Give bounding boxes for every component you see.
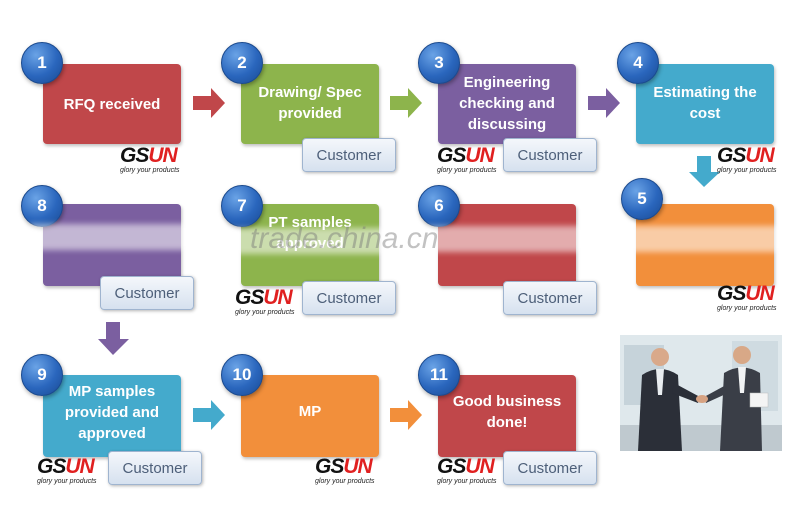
arrow-9-10 [193, 400, 225, 430]
step-4-label: Estimating the cost [653, 84, 757, 122]
arrow-1-2 [193, 88, 225, 118]
step-2-box: Drawing/ Spec provided [241, 64, 379, 144]
blur-overlay [30, 224, 195, 250]
step-6-badge: 6 [418, 185, 460, 227]
blur-overlay [624, 226, 784, 252]
step-9-box: MP samples provided and approved [43, 375, 181, 457]
customer-tag-6: Customer [503, 281, 597, 315]
gsun-logo: GSUN glory your products [235, 286, 295, 317]
arrow-3-4 [588, 88, 620, 118]
step-3-label: Engineering checking and discussing [459, 74, 555, 133]
customer-tag-8: Customer [100, 276, 194, 310]
step-4-box: Estimating the cost [636, 64, 774, 144]
step-1-box: RFQ received [43, 64, 181, 144]
step-9-badge: 9 [21, 354, 63, 396]
gsun-logo: GSUN glory your products [120, 144, 180, 175]
customer-tag-2: Customer [302, 138, 396, 172]
step-1-label: RFQ received [63, 95, 161, 113]
business-handshake-photo [620, 335, 782, 451]
step-9-label: MP samples provided and approved [64, 383, 160, 442]
arrow-10-11 [390, 400, 422, 430]
customer-tag-3: Customer [503, 138, 597, 172]
step-4-badge: 4 [617, 42, 659, 84]
step-10-badge: 10 [221, 354, 263, 396]
gsun-logo: GSUN glory your products [437, 144, 497, 175]
gsun-logo: GSUN glory your products [315, 455, 375, 486]
step-2-label: Drawing/ Spec provided [258, 84, 362, 122]
step-5-badge: 5 [621, 178, 663, 220]
arrow-2-3 [390, 88, 422, 118]
blur-overlay [228, 228, 393, 254]
customer-tag-11: Customer [503, 451, 597, 485]
customer-tag-7: Customer [302, 281, 396, 315]
step-3-box: Engineering checking and discussing [438, 64, 576, 144]
gsun-logo: GSUN glory your products [37, 455, 97, 486]
arrow-8-9 [98, 322, 129, 355]
arrow-4-5 [689, 156, 720, 187]
step-11-label: Good business done! [452, 393, 562, 431]
step-2-badge: 2 [221, 42, 263, 84]
gsun-logo: GSUN glory your products [437, 455, 497, 486]
watermark: trade.china.cn [250, 222, 439, 255]
customer-tag-9: Customer [108, 451, 202, 485]
step-11-box: Good business done! [438, 375, 576, 457]
step-8-badge: 8 [21, 185, 63, 227]
gsun-logo: GSUN glory your products [717, 144, 777, 175]
step-11-badge: 11 [418, 354, 460, 396]
step-10-label: MP [298, 403, 322, 420]
step-3-badge: 3 [418, 42, 460, 84]
blur-overlay [425, 226, 590, 252]
step-1-badge: 1 [21, 42, 63, 84]
step-7-badge: 7 [221, 185, 263, 227]
gsun-logo: GSUN glory your products [717, 282, 777, 313]
step-10-box: MP [241, 375, 379, 457]
